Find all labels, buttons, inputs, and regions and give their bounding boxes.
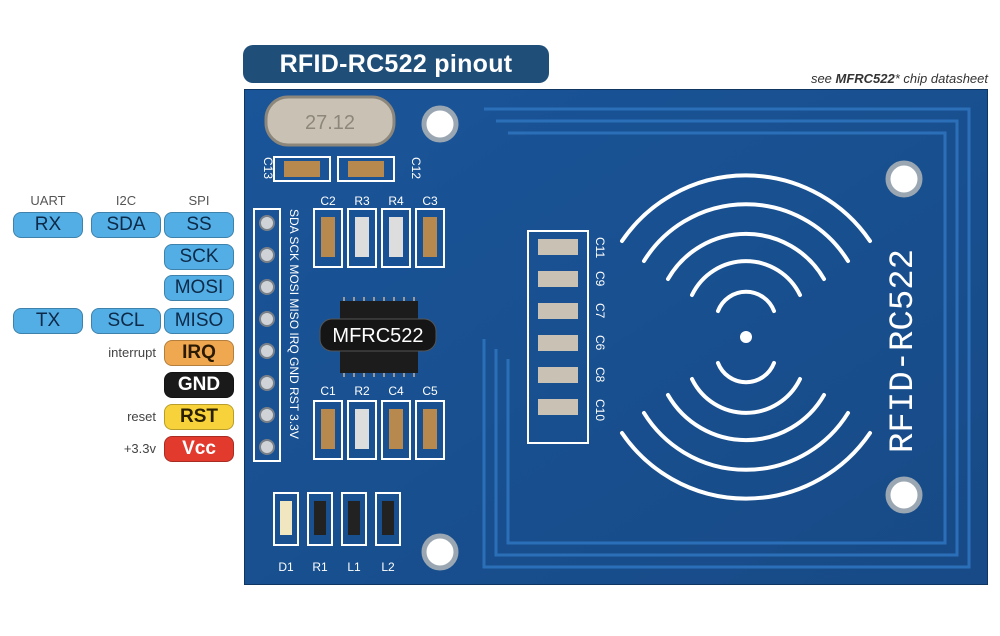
note-chip: MFRC522 (835, 71, 895, 86)
side-label-interrupt: interrupt (108, 345, 156, 360)
header-uart: UART (30, 193, 66, 208)
label-c5: C5 (422, 384, 438, 398)
label-l1: L1 (347, 560, 361, 574)
pin-irq: IRQ (164, 340, 234, 366)
label-c3: C3 (422, 194, 438, 208)
upper-components (313, 208, 445, 268)
diagram-title: RFID-RC522 pinout (243, 45, 549, 83)
crystal-oscillator (264, 95, 396, 147)
label-r3: R3 (354, 194, 370, 208)
pin-miso: MISO (164, 308, 234, 334)
label-r4: R4 (388, 194, 404, 208)
note-suffix: * chip datasheet (894, 71, 988, 86)
label-r2: R2 (354, 384, 370, 398)
pin-mosi: MOSI (164, 275, 234, 301)
datasheet-note: see MFRC522* chip datasheet (811, 71, 988, 86)
pin-scl: SCL (91, 308, 161, 334)
header-pins (259, 215, 275, 455)
label-c1: C1 (320, 384, 336, 398)
board-name: RFID-RC522 (885, 249, 923, 453)
label-c10: C10 (593, 399, 607, 421)
antenna-caps (527, 230, 589, 444)
label-c7: C7 (593, 303, 607, 319)
pin-sck: SCK (164, 244, 234, 270)
antenna-coil (482, 107, 971, 569)
wireless-symbol (620, 173, 872, 501)
bottom-components (273, 492, 401, 546)
header-spi: SPI (188, 193, 210, 208)
label-l2: L2 (381, 560, 395, 574)
top-caps (273, 156, 395, 182)
pin-rx: RX (13, 212, 83, 238)
note-prefix: see (810, 71, 836, 86)
chip-label: MFRC522 (332, 325, 423, 347)
pin-rst: RST (164, 404, 234, 430)
lower-components (313, 400, 445, 460)
label-c9: C9 (593, 271, 607, 287)
label-c11: C11 (593, 237, 607, 258)
pin-ss: SS (164, 212, 234, 238)
wireless-center (740, 331, 752, 343)
label-c13: C13 (261, 157, 275, 179)
header-i2c: I2C (115, 193, 137, 208)
pin-sda: SDA (91, 212, 161, 238)
side-label-3v3: +3.3v (123, 441, 156, 456)
label-c2: C2 (320, 194, 336, 208)
header-pin-labels: SDA SCK MOSI MISO IRQ GND RST 3.3V (287, 209, 301, 439)
pin-vcc: Vcc (164, 436, 234, 462)
pin-gnd: GND (164, 372, 234, 398)
label-c4: C4 (388, 384, 404, 398)
label-c6: C6 (593, 335, 607, 351)
pin-header (253, 208, 281, 462)
mounting-holes (421, 105, 923, 571)
label-c8: C8 (593, 367, 607, 383)
label-r1: R1 (312, 560, 328, 574)
mfrc522-chip (319, 297, 437, 377)
pin-tx: TX (13, 308, 83, 334)
label-d1: D1 (278, 560, 294, 574)
label-c12: C12 (409, 157, 423, 179)
rfid-board: 27.12 C13 C12 SDA SCK MOSI MISO IRQ GND … (244, 89, 988, 585)
crystal-label: 27.12 (305, 112, 355, 134)
side-label-reset: reset (127, 409, 156, 424)
